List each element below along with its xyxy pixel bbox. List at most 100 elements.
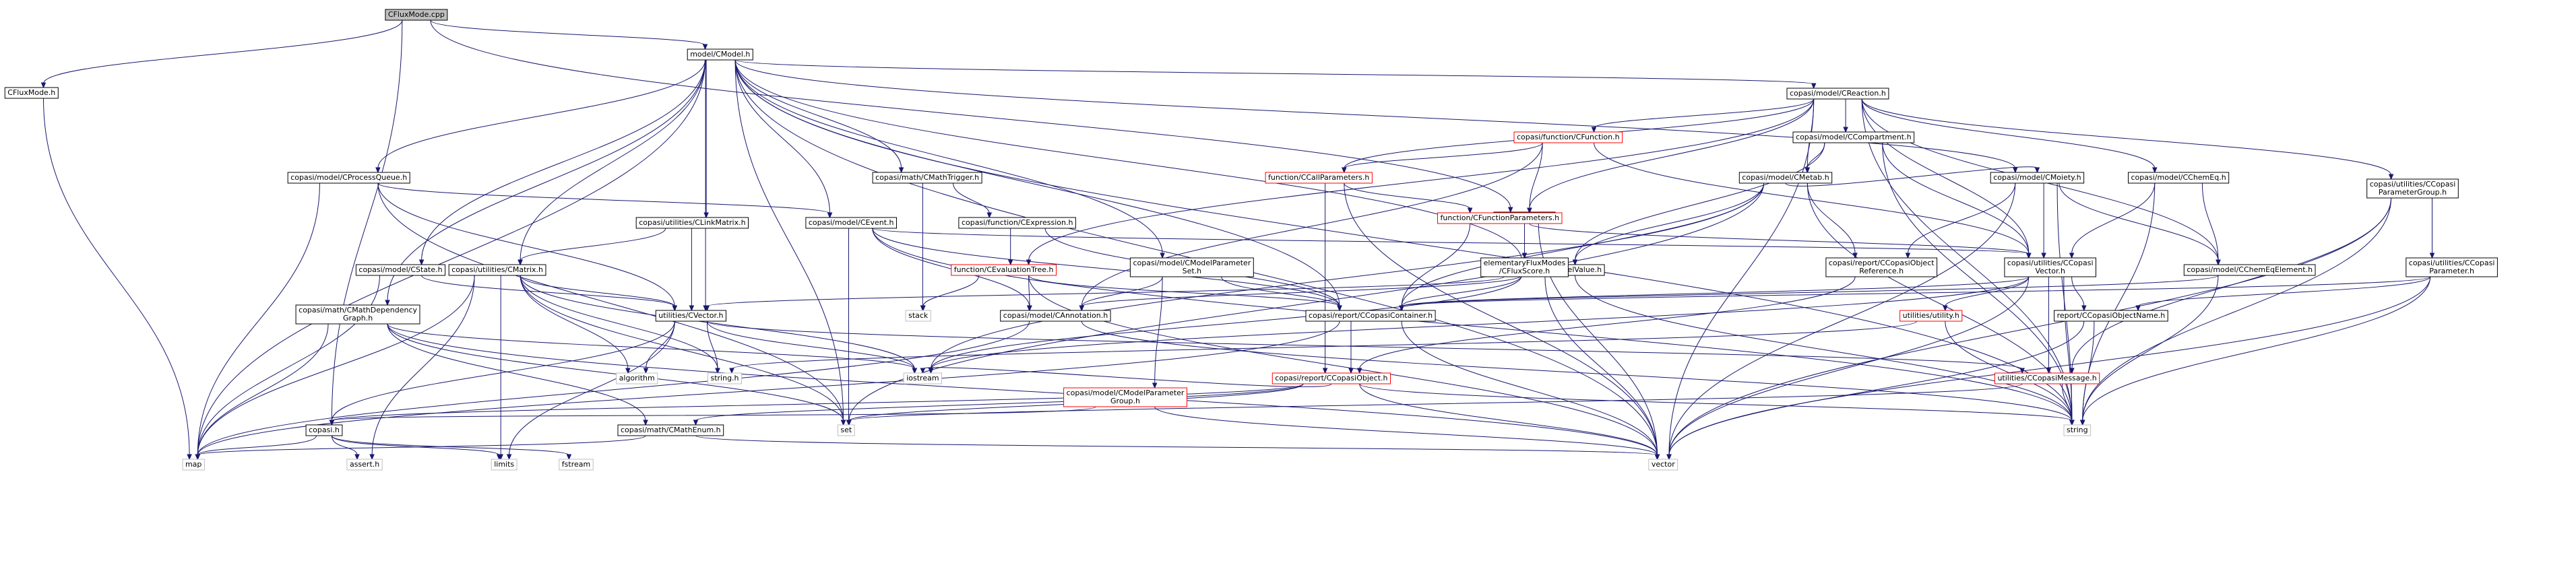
edge-arrowhead-45 (2034, 167, 2040, 174)
edge-42 (1344, 182, 1471, 209)
node-cchemeqelement-h[interactable]: copasi/model/CChemEqElement.h (2183, 264, 2316, 276)
edge-arrowhead-13 (418, 259, 425, 266)
node-label: copasi/model/CMetab.h (1742, 173, 1829, 182)
node-cfunction-h[interactable]: copasi/function/CFunction.h (1513, 131, 1623, 143)
node-cfluxmode-h[interactable]: CFluxMode.h (4, 87, 59, 99)
node-cmathtrigger-h[interactable]: copasi/math/CMathTrigger.h (872, 172, 982, 184)
edge-arrowhead-87 (1337, 305, 1342, 312)
edge-56 (1907, 182, 2016, 255)
edge-81 (1028, 275, 1340, 307)
node-box (448, 264, 546, 276)
edge-121 (197, 323, 329, 456)
node-clinkmatrix-h[interactable]: copasi/utilities/CLinkMatrix.h (635, 217, 749, 229)
node-vector: vector (1648, 459, 1678, 471)
node-box (655, 310, 726, 322)
edge-arrowhead-127 (506, 454, 512, 461)
edge-arrowhead-103 (2135, 305, 2141, 312)
edge-27 (1861, 98, 2156, 169)
edge-92 (1359, 276, 1856, 370)
node-copasi-h[interactable]: copasi.h (305, 424, 343, 436)
node-label: function/CEvaluationTree.h (954, 265, 1054, 274)
edge-147 (695, 383, 1304, 422)
edge-60 (2071, 182, 2156, 255)
node-label: copasi/model/CChemEq.h (2131, 173, 2226, 182)
node-creaction-h[interactable]: copasi/model/CReaction.h (1786, 88, 1889, 100)
edge-arrowhead-133 (1348, 368, 1354, 374)
edge-arrowhead-83 (920, 305, 926, 312)
edge-arrowhead-150 (354, 454, 360, 461)
edge-39 (1882, 142, 2030, 255)
node-ccopasimessage-h[interactable]: utilities/CCopasiMessage.h (1994, 372, 2100, 384)
edge-14 (520, 59, 705, 261)
edge-5 (734, 59, 1815, 85)
edge-arrowhead-1 (702, 44, 708, 51)
edge-arrowhead-113 (625, 368, 631, 374)
node-ccopasiobject-h[interactable]: copasi/report/CCopasiObject.h (1271, 372, 1391, 384)
edge-88 (1081, 275, 1522, 307)
node-string-h: string.h (708, 372, 742, 384)
node-cexpression-h[interactable]: copasi/function/CExpression.h (958, 217, 1076, 229)
edge-82 (1028, 275, 1030, 307)
node-label: report/CCopasiObjectName.h (2057, 311, 2166, 320)
node-box (2063, 424, 2092, 436)
edge-116 (371, 275, 475, 456)
node-cmoiety-h[interactable]: copasi/model/CMoiety.h (1990, 172, 2085, 184)
edge-58 (1668, 182, 2016, 456)
edge-139 (1668, 321, 2085, 456)
node-cmodel-h[interactable]: model/CModel.h (687, 48, 753, 61)
node-cevaluationtree-h[interactable]: function/CEvaluationTree.h (951, 264, 1057, 276)
edge-10 (734, 59, 830, 214)
node-box (4, 87, 59, 99)
node-box (1786, 88, 1889, 100)
node-cmathenum-h[interactable]: copasi/math/CMathEnum.h (617, 424, 724, 436)
edge-arrowhead-128 (2019, 368, 2025, 374)
edge-112 (520, 275, 675, 307)
node-box (708, 372, 742, 384)
node-label: copasi/function/CFunction.h (1517, 133, 1620, 141)
node-label: fstream (562, 460, 590, 469)
node-ccopasiobjectname-h[interactable]: report/CCopasiObjectName.h (2054, 310, 2168, 322)
node-label: copasi/utilities/CCopasi (2409, 259, 2495, 267)
node-box (1738, 172, 1833, 184)
node-cprocessqueue-h[interactable]: copasi/model/CProcessQueue.h (287, 172, 410, 184)
node-cfunctionparameters-h[interactable]: function/CFunctionParameters.h (1437, 212, 1563, 224)
node-box (355, 264, 446, 276)
edge-arrowhead-0 (40, 82, 46, 89)
node-cevent-h[interactable]: copasi/model/CEvent.h (805, 217, 898, 229)
node-box (1990, 172, 2085, 184)
edge-72 (520, 228, 666, 261)
edge-18 (197, 59, 705, 456)
node-label: copasi/math/CMathEnum.h (621, 426, 721, 434)
node-box (1648, 459, 1678, 471)
node-ccopasicontainer-h[interactable]: copasi/report/CCopasiContainer.h (1305, 310, 1436, 322)
node-cmatrix-h[interactable]: copasi/utilities/CMatrix.h (448, 264, 546, 276)
node-label: Reference.h (1859, 267, 1904, 275)
node-label: copasi/model/CModelParameter (1133, 259, 1251, 267)
node-elementaryfluxmodes-h[interactable]: elementaryFluxModes/CFluxScore.h (1480, 257, 1569, 277)
node-cchemeq-h[interactable]: copasi/model/CChemEq.h (2128, 172, 2230, 184)
node-utility-h[interactable]: utilities/utility.h (1899, 310, 1963, 322)
node-ccallparameters-h[interactable]: function/CCallParameters.h (1265, 172, 1373, 184)
node-box (2366, 178, 2459, 199)
edge-138 (2082, 321, 2095, 422)
node-cfluxmode-cpp[interactable]: CFluxMode.cpp (385, 9, 448, 21)
edge-94 (1945, 276, 2030, 307)
edge-67 (377, 182, 675, 307)
node-cstate-h[interactable]: copasi/model/CState.h (355, 264, 446, 276)
node-box (1305, 310, 1436, 322)
node-cmetab-h[interactable]: copasi/model/CMetab.h (1738, 172, 1833, 184)
node-ccompartment-h[interactable]: copasi/model/CCompartment.h (1792, 131, 1915, 143)
edge-arrowhead-152 (566, 454, 572, 461)
edge-arrowhead-7 (375, 167, 381, 174)
node-label: vector (1652, 460, 1675, 469)
node-box (951, 264, 1057, 276)
node-cannotation-h[interactable]: copasi/model/CAnnotation.h (1000, 310, 1111, 322)
node-cvector-h[interactable]: utilities/CVector.h (655, 310, 726, 322)
